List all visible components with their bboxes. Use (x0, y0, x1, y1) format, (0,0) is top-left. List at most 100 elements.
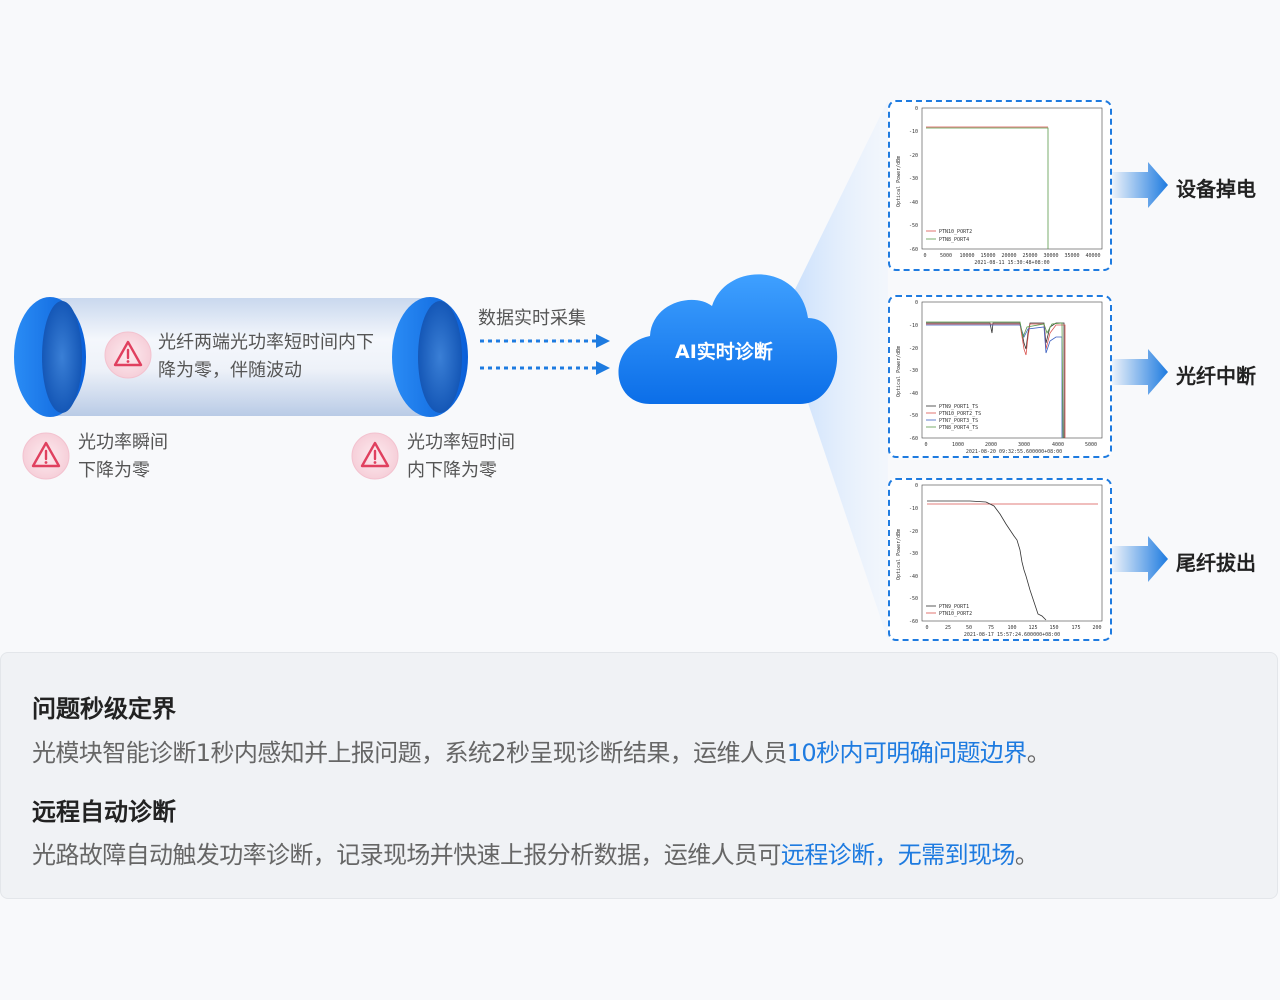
legend-entry: PTN10_PORT2 (939, 611, 972, 617)
y-tick: -10 (909, 506, 918, 512)
x-axis-label: 2021-08-11 15:30:48+08:00 (974, 260, 1049, 266)
x-tick: 35000 (1064, 253, 1079, 259)
x-tick: 3000 (1018, 442, 1030, 448)
y-tick: -10 (909, 129, 918, 135)
legend-entry: PTN7_PORT3_TS (939, 418, 978, 424)
x-ticks: 0 5000 10000 15000 20000 25000 30000 350… (923, 253, 1100, 259)
alert-left-text: 光功率瞬间 下降为零 (78, 429, 168, 485)
y-tick: -20 (909, 153, 918, 159)
collect-label: 数据实时采集 (478, 308, 586, 329)
x-tick: 175 (1071, 625, 1080, 631)
legend: PTN9_PORT1_TS PTN10_PORT2_TS PTN7_PORT3_… (926, 404, 981, 431)
info-box: 问题秒级定界 光模块智能诊断1秒内感知并上报问题，系统2秒呈现诊断结果，运维人员… (0, 652, 1278, 899)
y-tick: -60 (909, 247, 918, 253)
chart-power-off: Optical Power/dBm 0 -10 -20 -30 -40 -50 … (896, 106, 1103, 266)
x-tick: 75 (988, 625, 994, 631)
legend: PTN9_PORT1 PTN10_PORT2 (926, 604, 972, 617)
y-tick: -30 (909, 368, 918, 374)
series-line (926, 321, 1064, 439)
legend-entry: PTN9_PORT1_TS (939, 404, 978, 410)
alert-main-line1: 光纤两端光功率短时间内下 (158, 332, 374, 353)
y-tick: -50 (909, 413, 918, 419)
x-ticks: 0 25 50 75 100 125 150 175 200 (925, 625, 1101, 631)
x-axis-label: 2021-08-17 15:57:24.600000+08:00 (964, 632, 1060, 638)
x-tick: 25000 (1022, 253, 1037, 259)
y-axis-label: Optical Power/dBm (896, 529, 902, 580)
y-tick: 0 (915, 300, 918, 306)
info-desc-2-prefix: 光路故障自动触发功率诊断，记录现场并快速上报分析数据，运维人员可 (32, 841, 781, 869)
x-tick: 5000 (940, 253, 952, 259)
info-title-1: 问题秒级定界 (32, 695, 176, 723)
x-ticks: 0 1000 2000 3000 4000 5000 (924, 442, 1097, 448)
legend-entry: PTN8_PORT4 (939, 237, 969, 243)
y-ticks: 0 -10 -20 -30 -40 -50 -60 (909, 106, 918, 253)
y-tick: -50 (909, 223, 918, 229)
fiber-tube (14, 297, 468, 417)
alert-right-line1: 光功率短时间 (407, 432, 515, 453)
x-tick: 50 (966, 625, 972, 631)
x-tick: 20000 (1001, 253, 1016, 259)
y-tick: -40 (909, 574, 918, 580)
series-line (926, 323, 1066, 438)
legend: PTN10_PORT2 PTN8_PORT4 (926, 229, 972, 243)
warning-triangle-icon (351, 432, 399, 480)
y-ticks: 0 -10 -20 -30 -40 -50 -60 (909, 300, 918, 442)
y-tick: -30 (909, 176, 918, 182)
info-desc-2-suffix: 。 (1014, 841, 1039, 869)
result-label-fiber-break: 光纤中断 (1176, 364, 1256, 388)
y-tick: -40 (909, 200, 918, 206)
y-tick: -60 (909, 619, 918, 625)
x-axis-label: 2021-08-20 09:32:55.600000+08:00 (966, 449, 1062, 455)
y-axis-label: Optical Power/dBm (896, 346, 902, 397)
x-tick: 125 (1028, 625, 1037, 631)
y-tick: 0 (915, 483, 918, 489)
warning-triangle-icon (104, 331, 152, 379)
x-tick: 25 (945, 625, 951, 631)
y-ticks: 0 -10 -20 -30 -40 -50 -60 (909, 483, 918, 625)
y-tick: -50 (909, 596, 918, 602)
info-desc-2-highlight: 远程诊断，无需到现场 (780, 841, 1016, 869)
x-tick: 0 (923, 253, 926, 259)
x-tick: 5000 (1085, 442, 1097, 448)
y-tick: 0 (915, 106, 918, 112)
info-desc-2: 光路故障自动触发功率诊断，记录现场并快速上报分析数据，运维人员可远程诊断，无需到… (32, 835, 1039, 870)
y-tick: -30 (909, 551, 918, 557)
result-label-pigtail-out: 尾纤拔出 (1176, 551, 1256, 575)
alert-main-text: 光纤两端光功率短时间内下 降为零，伴随波动 (158, 329, 374, 385)
series-line (927, 500, 1047, 621)
series-line (926, 127, 1049, 249)
collect-arrows (480, 334, 610, 375)
chart-panel-fiber-break: Optical Power/dBm 0 -10 -20 -30 -40 -50 … (888, 295, 1112, 458)
chart-panel-pigtail-out: Optical Power/dBm 0 -10 -20 -30 -40 -50 … (888, 478, 1112, 641)
alert-left-line1: 光功率瞬间 (78, 432, 168, 453)
x-tick: 0 (925, 625, 928, 631)
x-tick: 100 (1007, 625, 1016, 631)
alert-left-line2: 下降为零 (78, 460, 150, 481)
x-tick: 2000 (985, 442, 997, 448)
y-tick: -20 (909, 346, 918, 352)
cloud-label: AI实时诊断 (675, 341, 773, 363)
alert-main-line2: 降为零，伴随波动 (158, 360, 302, 381)
x-tick: 150 (1049, 625, 1058, 631)
y-axis-label: Optical Power/dBm (896, 156, 902, 207)
alert-right-line2: 内下降为零 (407, 460, 497, 481)
y-tick: -60 (909, 436, 918, 442)
legend-entry: PTN10_PORT2 (939, 229, 972, 235)
info-desc-1-suffix: 。 (1026, 739, 1051, 767)
x-tick: 0 (924, 442, 927, 448)
x-tick: 30000 (1043, 253, 1058, 259)
result-label-power-off: 设备掉电 (1176, 177, 1256, 201)
info-desc-1-highlight: 10秒内可明确问题边界 (786, 739, 1028, 767)
x-tick: 4000 (1052, 442, 1064, 448)
chart-fiber-break: Optical Power/dBm 0 -10 -20 -30 -40 -50 … (896, 300, 1103, 455)
x-tick: 40000 (1085, 253, 1100, 259)
diagnosis-diagram (14, 100, 1168, 640)
info-desc-1-prefix: 光模块智能诊断1秒内感知并上报问题，系统2秒呈现诊断结果，运维人员 (32, 739, 787, 767)
info-desc-1: 光模块智能诊断1秒内感知并上报问题，系统2秒呈现诊断结果，运维人员10秒内可明确… (32, 733, 1051, 768)
chart-pigtail-out: Optical Power/dBm 0 -10 -20 -30 -40 -50 … (896, 483, 1103, 638)
info-title-2: 远程自动诊断 (32, 798, 176, 826)
y-tick: -10 (909, 323, 918, 329)
result-arrows (1112, 162, 1168, 582)
x-tick: 1000 (952, 442, 964, 448)
legend-entry: PTN10_PORT2_TS (939, 411, 981, 417)
